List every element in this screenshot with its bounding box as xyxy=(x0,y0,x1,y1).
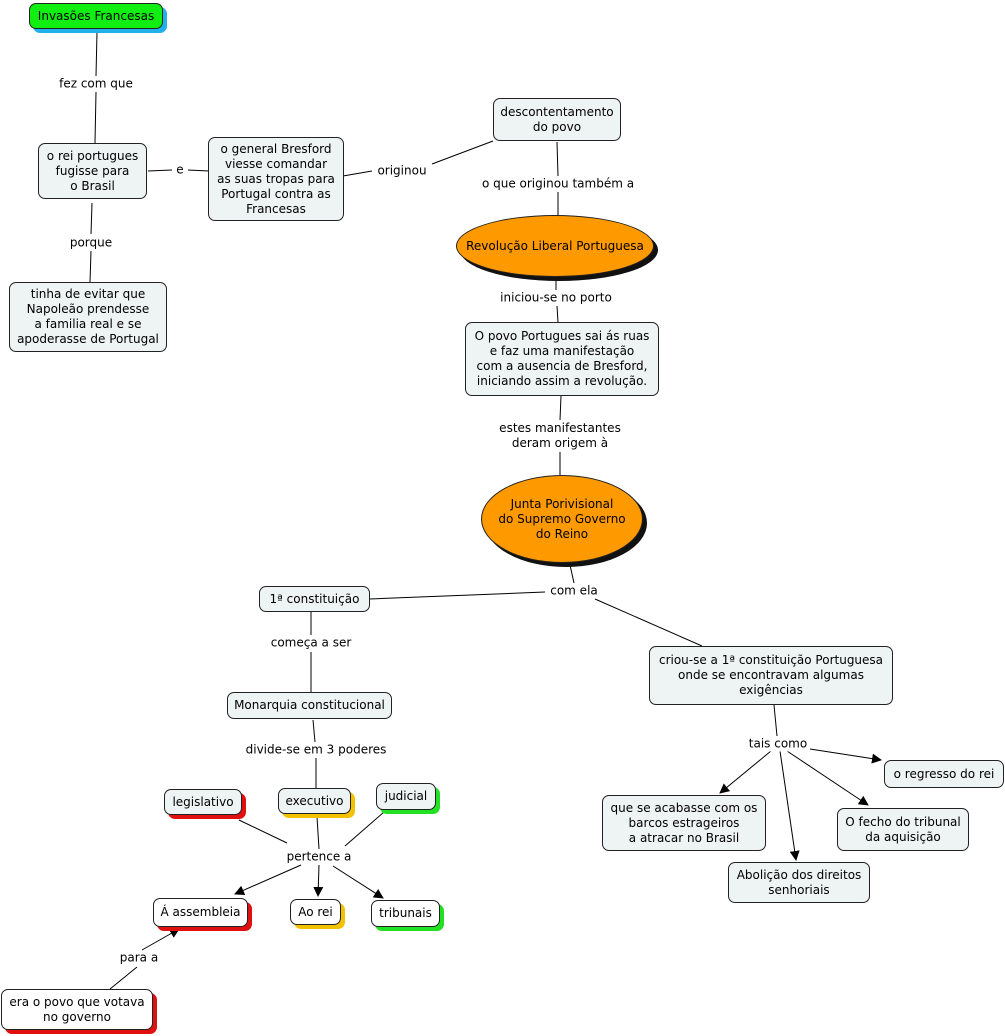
node-descontentamento[interactable]: descontentamento do povo xyxy=(493,98,621,141)
line-junta-comela xyxy=(569,564,575,584)
node-legislativo[interactable]: legislativo xyxy=(164,789,242,815)
link-label-fez-com-que: fez com que xyxy=(57,76,135,92)
line-porque-napoleao xyxy=(89,250,92,283)
line-fez-rei xyxy=(94,91,97,144)
line-executivo-pertence xyxy=(316,816,320,850)
line-originou-descontentamento xyxy=(431,140,494,165)
link-label-originou: originou xyxy=(375,163,429,179)
line-comela-criou xyxy=(594,598,703,647)
node-povo-ruas[interactable]: O povo Portugues sai ás ruas e faz uma m… xyxy=(465,322,659,396)
link-label-porque: porque xyxy=(67,235,115,251)
node-judicial[interactable]: judicial xyxy=(376,783,436,810)
link-label-comeca-a-ser: começa a ser xyxy=(268,635,354,651)
arrow-taiscomo-regresso xyxy=(809,748,882,764)
link-label-pertence-a: pertence a xyxy=(284,849,354,865)
node-monarquia-constitucional[interactable]: Monarquia constitucional xyxy=(227,692,392,719)
line-iniciou-povo xyxy=(556,305,559,323)
link-label-tais-como: tais como xyxy=(746,736,810,752)
link-label-manifestantes: estes manifestantes deram origem à xyxy=(497,421,623,451)
link-label-e: e xyxy=(174,162,186,178)
node-revolucao-liberal[interactable]: Revolução Liberal Portuguesa xyxy=(456,215,654,277)
link-label-divide-se: divide-se em 3 poderes xyxy=(243,742,389,758)
arrow-taiscomo-fecho xyxy=(786,750,869,806)
node-acabasse-barcos[interactable]: que se acabasse com os barcos estrageiro… xyxy=(602,795,766,851)
line-rei-porque xyxy=(90,202,93,235)
line-invasoes-fez xyxy=(95,31,98,77)
node-tribunais[interactable]: tribunais xyxy=(371,900,440,927)
line-povo-manifestantes xyxy=(559,395,562,421)
line-criou-taiscomo xyxy=(773,704,778,737)
node-invasoes-francesas[interactable]: Invasões Francesas xyxy=(29,3,163,29)
node-executivo[interactable]: executivo xyxy=(278,788,351,814)
node-assembleia[interactable]: Á assembleia xyxy=(153,898,248,927)
line-legislativo-pertence xyxy=(238,819,288,844)
node-criou-constituicao[interactable]: criou-se a 1ª constituição Portuguesa on… xyxy=(649,646,893,705)
line-bresford-originou xyxy=(342,170,373,177)
arrow-pertence-aorei xyxy=(313,864,324,897)
node-fecho-tribunal[interactable]: O fecho do tribunal da aquisição xyxy=(837,808,969,851)
link-label-originou-tambem: o que originou também a xyxy=(479,176,637,192)
node-primeira-constituicao[interactable]: 1ª constituição xyxy=(259,586,370,612)
line-judicial-pertence xyxy=(344,811,385,847)
line-comela-constituicao xyxy=(369,591,546,600)
link-label-iniciou-porto: iniciou-se no porto xyxy=(498,290,614,306)
line-rei-e xyxy=(147,169,173,172)
node-regresso-rei[interactable]: o regresso do rei xyxy=(884,760,1004,788)
line-paraa-povo xyxy=(109,966,138,990)
node-rei-fugisse[interactable]: o rei portugues fugisse para o Brasil xyxy=(38,143,147,199)
arrow-pertence-assembleia xyxy=(234,864,302,895)
node-povo-votava[interactable]: era o povo que votava no governo xyxy=(1,989,153,1030)
arrow-paraa-assembleia xyxy=(141,928,180,951)
link-label-com-ela: com ela xyxy=(548,583,600,599)
arrow-pertence-tribunais xyxy=(332,865,384,899)
node-junta-provisional[interactable]: Junta Porivisional do Supremo Governo do… xyxy=(481,475,643,563)
node-ao-rei[interactable]: Ao rei xyxy=(290,899,341,925)
line-descontentamento-originou xyxy=(556,141,559,177)
node-napoleao[interactable]: tinha de evitar que Napoleão prendesse a… xyxy=(9,282,167,352)
line-e-bresford xyxy=(187,169,210,172)
arrow-taiscomo-acabasse xyxy=(719,750,772,794)
node-abolicao-direitos[interactable]: Abolição dos direitos senhoriais xyxy=(728,862,870,903)
link-label-para-a: para a xyxy=(117,950,161,966)
arrow-taiscomo-abolicao xyxy=(779,750,800,861)
line-monarquia-divide xyxy=(312,719,316,743)
node-bresford[interactable]: o general Bresford viesse comandar as su… xyxy=(208,137,344,221)
